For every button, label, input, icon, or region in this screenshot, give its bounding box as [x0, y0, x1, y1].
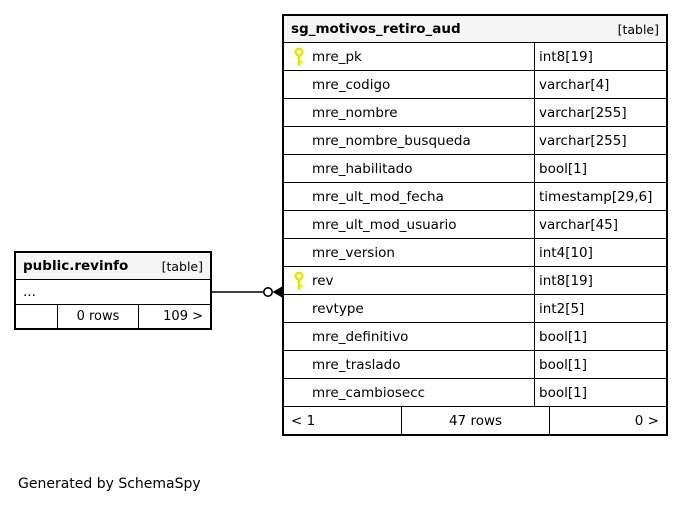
primary-key-icon [294, 47, 304, 66]
column-name: mre_definitivo [312, 328, 409, 345]
icon-box [291, 160, 307, 178]
table-header[interactable]: public.revinfo [table] [16, 253, 210, 280]
column-name: mre_codigo [312, 76, 391, 93]
icon-box [291, 384, 307, 402]
column-type: varchar[255] [539, 132, 627, 149]
column-type: varchar[4] [539, 76, 610, 93]
icon-box [291, 271, 307, 290]
icon-box [291, 328, 307, 346]
columns-ellipsis: ... [16, 280, 210, 305]
table-node-sg-motivos-retiro-aud[interactable]: sg_motivos_retiro_aud [table] mre_pk int… [282, 14, 668, 436]
column-type: bool[1] [539, 328, 587, 345]
table-tag: [table] [617, 21, 659, 37]
table-row: mre_cambiosecc bool[1] [284, 379, 666, 407]
table-footer: 0 rows 109 > [16, 305, 210, 328]
column-name: mre_habilitado [312, 160, 413, 177]
aud-table-rows: mre_pk int8[19] mre_codigo varchar[4] [284, 43, 666, 407]
footer-children: 0 > [634, 412, 659, 429]
icon-box [291, 47, 307, 66]
footer-parents [16, 305, 58, 328]
ellipsis-label: ... [23, 284, 36, 300]
footer-row-count: 47 rows [402, 407, 550, 434]
column-type: int2[5] [539, 300, 585, 317]
column-type: timestamp[29,6] [539, 188, 653, 205]
footer-children: 109 > [163, 309, 203, 324]
icon-box [291, 216, 307, 234]
table-footer: < 1 47 rows 0 > [284, 407, 666, 434]
column-name-cell: mre_pk [284, 43, 535, 70]
table-name[interactable]: sg_motivos_retiro_aud [291, 21, 461, 37]
icon-box [291, 104, 307, 122]
column-type: int8[19] [539, 48, 593, 65]
column-name: mre_nombre [312, 104, 398, 121]
column-type: bool[1] [539, 356, 587, 373]
column-name: mre_version [312, 244, 395, 261]
table-row: mre_nombre varchar[255] [284, 99, 666, 127]
column-name: revtype [312, 300, 364, 317]
icon-box [291, 188, 307, 206]
table-header[interactable]: sg_motivos_retiro_aud [table] [284, 16, 666, 43]
table-row: mre_ult_mod_fecha timestamp[29,6] [284, 183, 666, 211]
table-tag: [table] [161, 258, 203, 274]
column-name: mre_cambiosecc [312, 384, 426, 401]
connector-circle [262, 287, 273, 297]
table-node-public-revinfo[interactable]: public.revinfo [table] ... 0 rows 109 > [14, 251, 212, 330]
column-name-cell: rev [284, 267, 535, 294]
connector-arrowhead [272, 286, 283, 298]
column-name-cell: mre_ult_mod_fecha [284, 183, 535, 210]
column-name: mre_ult_mod_usuario [312, 216, 457, 233]
table-row: mre_traslado bool[1] [284, 351, 666, 379]
column-name: mre_ult_mod_fecha [312, 188, 444, 205]
column-name: mre_nombre_busqueda [312, 132, 471, 149]
table-row: mre_nombre_busqueda varchar[255] [284, 127, 666, 155]
column-name-cell: mre_version [284, 239, 535, 266]
footer-parents: < 1 [284, 407, 402, 434]
column-name-cell: mre_definitivo [284, 323, 535, 350]
column-type: bool[1] [539, 160, 587, 177]
table-row: mre_codigo varchar[4] [284, 71, 666, 99]
footer-row-count: 0 rows [58, 305, 139, 328]
column-name-cell: mre_codigo [284, 71, 535, 98]
table-row: revtype int2[5] [284, 295, 666, 323]
column-name-cell: mre_habilitado [284, 155, 535, 182]
icon-box [291, 356, 307, 374]
table-row: mre_pk int8[19] [284, 43, 666, 71]
primary-key-icon [294, 271, 304, 290]
column-name-cell: mre_nombre [284, 99, 535, 126]
icon-box [291, 76, 307, 94]
column-name-cell: mre_nombre_busqueda [284, 127, 535, 154]
column-name: rev [312, 272, 334, 289]
column-type: int4[10] [539, 244, 593, 261]
table-row: mre_definitivo bool[1] [284, 323, 666, 351]
generated-by-caption: Generated by SchemaSpy [18, 476, 201, 492]
table-row: mre_habilitado bool[1] [284, 155, 666, 183]
icon-box [291, 244, 307, 262]
column-type: varchar[255] [539, 104, 627, 121]
column-type: varchar[45] [539, 216, 619, 233]
column-name-cell: mre_traslado [284, 351, 535, 378]
column-name: mre_pk [312, 48, 362, 65]
icon-box [291, 300, 307, 318]
icon-box [291, 132, 307, 150]
column-name-cell: mre_ult_mod_usuario [284, 211, 535, 238]
table-row: rev int8[19] [284, 267, 666, 295]
table-row: mre_version int4[10] [284, 239, 666, 267]
column-name-cell: mre_cambiosecc [284, 379, 535, 406]
column-name-cell: revtype [284, 295, 535, 322]
column-name: mre_traslado [312, 356, 401, 373]
table-name[interactable]: public.revinfo [23, 258, 129, 274]
column-type: int8[19] [539, 272, 593, 289]
column-type: bool[1] [539, 384, 587, 401]
table-row: mre_ult_mod_usuario varchar[45] [284, 211, 666, 239]
relationship-connector [212, 286, 283, 298]
